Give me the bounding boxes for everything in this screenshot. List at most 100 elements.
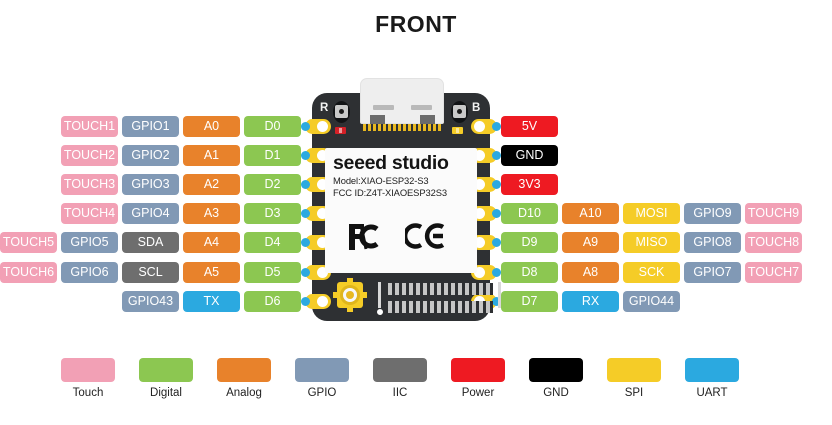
pin-label-d2: D2 xyxy=(244,174,301,196)
legend-swatch-power xyxy=(451,358,505,382)
pin-dot-right-7 xyxy=(492,296,501,306)
usb-solder-pins xyxy=(363,124,441,131)
model-text: Model:XIAO-ESP32-S3 xyxy=(333,175,429,186)
pin-label-a1: A1 xyxy=(183,145,240,167)
pin-label-touch4: TOUCH4 xyxy=(61,203,118,225)
pin-label-gpio3: GPIO3 xyxy=(122,174,179,196)
pin-label-a9: A9 xyxy=(562,232,619,254)
legend-label-touch: Touch xyxy=(72,387,104,399)
silkscreen-panel xyxy=(325,148,477,273)
pin-pad-left-7 xyxy=(305,293,331,309)
legend-label-gnd: GND xyxy=(543,387,569,399)
pin-dot-left-2 xyxy=(301,151,310,161)
pin-dot-left-4 xyxy=(301,209,310,219)
page-title: FRONT xyxy=(375,11,457,37)
pin-pad-left-3 xyxy=(305,177,331,193)
pin-pad-left-2 xyxy=(305,148,331,164)
pin-label-gpio8: GPIO8 xyxy=(684,232,741,254)
pin-label-d3: D3 xyxy=(244,203,301,225)
pin-label-d6: D6 xyxy=(244,290,301,312)
usb-slot-left xyxy=(373,105,394,110)
legend-label-power: Power xyxy=(461,387,495,399)
pin-pad-hole xyxy=(317,266,328,278)
antenna-ear-right xyxy=(361,292,367,298)
pin-label-touch1: TOUCH1 xyxy=(61,116,118,137)
pin-pad-hole xyxy=(474,150,485,162)
pin-dot-right-1 xyxy=(492,122,501,131)
boot-button-cap xyxy=(453,105,466,118)
legend-swatch-analog xyxy=(217,358,271,382)
pin-label-d9: D9 xyxy=(501,232,558,254)
legend-label-digital: Digital xyxy=(150,387,182,399)
pin-pad-hole xyxy=(474,266,485,278)
antenna-ear-top xyxy=(347,278,353,284)
pin-pad-left-6 xyxy=(305,264,331,280)
boot-button[interactable] xyxy=(451,101,468,123)
pin-pad-right-2 xyxy=(471,148,497,164)
reset-button-letter: R xyxy=(320,102,329,114)
fcc-logo-icon xyxy=(347,222,391,257)
pin-pad-hole xyxy=(474,237,485,249)
usb-c-connector xyxy=(360,78,444,128)
pin-label-d1: D1 xyxy=(244,145,301,167)
pin-label-a5: A5 xyxy=(183,261,240,283)
pin-dot-left-5 xyxy=(301,238,310,248)
pin-label-d0: D0 xyxy=(244,116,301,137)
pin-dot-right-6 xyxy=(492,267,501,277)
boot-button-dot xyxy=(457,109,462,114)
pin-pad-left-4 xyxy=(305,206,331,222)
pin-label-rx: RX xyxy=(562,290,619,312)
usb-slot-right xyxy=(411,105,432,110)
pin-pad-hole xyxy=(317,208,328,220)
antenna-ring-inner xyxy=(346,291,354,299)
pin-label-gpio2: GPIO2 xyxy=(122,145,179,167)
pin-label-touch3: TOUCH3 xyxy=(61,174,118,196)
pin-pad-right-1 xyxy=(471,119,497,134)
pin-pad-hole xyxy=(317,295,328,307)
pin-dot-right-4 xyxy=(492,209,501,219)
reset-button[interactable] xyxy=(333,101,350,123)
pin-label-tx: TX xyxy=(183,290,240,312)
pin-label-touch2: TOUCH2 xyxy=(61,145,118,167)
pin-label-sda: SDA xyxy=(122,232,179,254)
pin-pad-right-6 xyxy=(471,264,497,280)
pin-pad-left-5 xyxy=(305,235,331,251)
pin-pad-hole xyxy=(317,121,328,132)
pin-pad-hole xyxy=(474,121,485,132)
fpc-pads-bottom xyxy=(388,301,493,313)
legend-label-spi: SPI xyxy=(624,387,644,399)
fpc-bar-left xyxy=(378,282,381,308)
antenna-connector xyxy=(333,278,367,312)
fpc-bar-right xyxy=(498,282,501,308)
legend-swatch-gpio xyxy=(295,358,349,382)
pin-label-gpio44: GPIO44 xyxy=(623,290,680,312)
pin-pad-hole xyxy=(317,150,328,162)
pin-label-scl: SCL xyxy=(122,261,179,283)
pin-label-gpio6: GPIO6 xyxy=(61,261,118,283)
pin-dot-right-2 xyxy=(492,151,501,161)
pin-label-a8: A8 xyxy=(562,261,619,283)
power-led-yellow-core xyxy=(456,128,459,133)
pin-pad-hole xyxy=(474,208,485,220)
fpc-pads-top xyxy=(388,283,493,295)
pin-pad-right-4 xyxy=(471,206,497,222)
power-led-yellow xyxy=(452,127,463,134)
pin-dot-left-3 xyxy=(301,180,310,190)
pin-dot-right-5 xyxy=(492,238,501,248)
legend-swatch-iic xyxy=(373,358,427,382)
pin-label-miso: MISO xyxy=(623,232,680,254)
pin-label-a3: A3 xyxy=(183,203,240,225)
legend-label-gpio: GPIO xyxy=(307,387,337,399)
pin-label-d8: D8 xyxy=(501,261,558,283)
pin-label-gpio5: GPIO5 xyxy=(61,232,118,254)
legend-label-iic: IIC xyxy=(392,387,408,399)
pin-label-a2: A2 xyxy=(183,174,240,196)
ce-logo-icon xyxy=(402,221,449,256)
pin-label-d10: D10 xyxy=(501,203,558,225)
pin-label-a10: A10 xyxy=(562,203,619,225)
fpc-marker-dot xyxy=(377,309,383,315)
pin-dot-right-3 xyxy=(492,180,501,190)
pin-label-3v3: 3V3 xyxy=(501,174,558,196)
pin-label-gpio7: GPIO7 xyxy=(684,261,741,283)
legend-swatch-spi xyxy=(607,358,661,382)
